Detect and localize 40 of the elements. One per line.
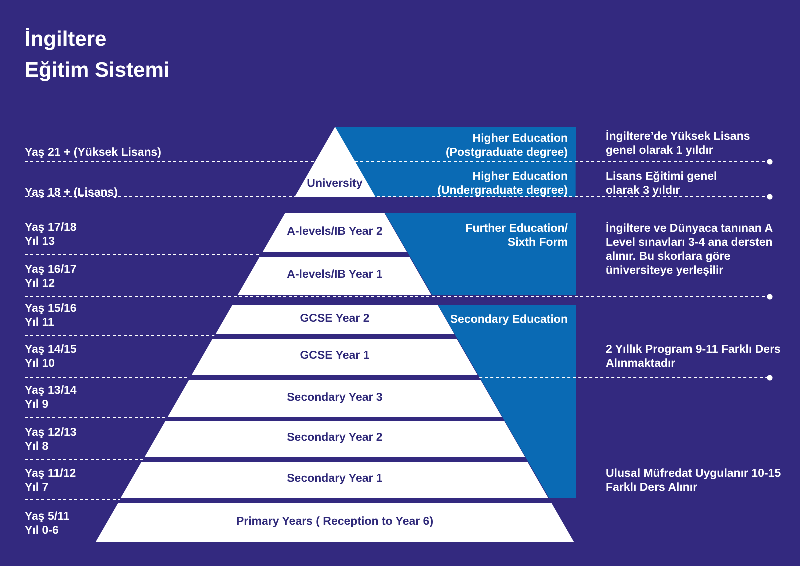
age-label: Yaş 13/14 (25, 384, 78, 398)
tier-label: GCSE Year 2 (300, 312, 370, 324)
note-text: İngiltere ve Dünyaca tanınan A Level sınavları 3-4 ana dersten alınır. Bu skorlara göre üniversiteye yerleşilir (606, 222, 774, 278)
age-label: Yıl 0-6 (25, 524, 60, 538)
tier-label: A-levels/IB Year 2 (287, 226, 383, 238)
age-label: Yaş 5/11 (25, 510, 71, 524)
band-label: Higher Education (Postgraduate degree) (444, 132, 568, 160)
age-label: Yaş 15/16 (25, 302, 78, 316)
education-band (335, 127, 576, 162)
note-text: Ulusal Müfredat Uygulanır 10-15 Farklı Ders Alınır (606, 467, 782, 495)
tier-label: Secondary Year 2 (287, 432, 383, 444)
age-label: Yıl 7 (25, 481, 50, 495)
age-label: Yıl 11 (25, 316, 56, 330)
note-text: Lisans Eğitimi genel olarak 3 yıldır (606, 170, 718, 198)
band-label: Higher Education (Undergraduate degree) (436, 170, 568, 198)
age-label: Yaş 17/18 (25, 221, 78, 235)
tier-label: GCSE Year 1 (300, 350, 370, 362)
age-label: Yıl 12 (25, 277, 56, 291)
education-band (438, 305, 576, 498)
age-label: Yaş 18 + (Lisans) (25, 186, 120, 200)
title: İngiltere Eğitim Sistemi (25, 27, 171, 84)
band-label: Further Education/ Sixth Form (464, 222, 568, 250)
age-label: Yıl 10 (25, 357, 56, 371)
education-band (384, 213, 576, 295)
note-text: İngiltere’de Yüksek Lisans genel olarak 1 yıldır (606, 130, 752, 158)
age-label: Yaş 12/13 (25, 426, 78, 440)
age-label: Yaş 16/17 (25, 263, 78, 277)
age-label: Yıl 13 (25, 235, 56, 249)
age-label: Yıl 9 (25, 398, 50, 412)
age-label: Yaş 21 + (Yüksek Lisans) (25, 146, 162, 160)
tier-label: Primary Years ( Reception to Year 6) (236, 516, 434, 528)
age-label: Yaş 11/12 (25, 467, 78, 481)
note-text: 2 Yıllık Program 9-11 Farklı Ders Alınmaktadır (606, 343, 782, 371)
tier-label: A-levels/IB Year 1 (287, 269, 383, 281)
band-label: Secondary Education (449, 313, 568, 327)
tier-label: Secondary Year 3 (287, 392, 383, 404)
age-label: Yıl 8 (25, 440, 50, 454)
tier-label: University (307, 178, 363, 190)
age-label: Yaş 14/15 (25, 343, 78, 357)
tier-label: Secondary Year 1 (287, 473, 383, 485)
